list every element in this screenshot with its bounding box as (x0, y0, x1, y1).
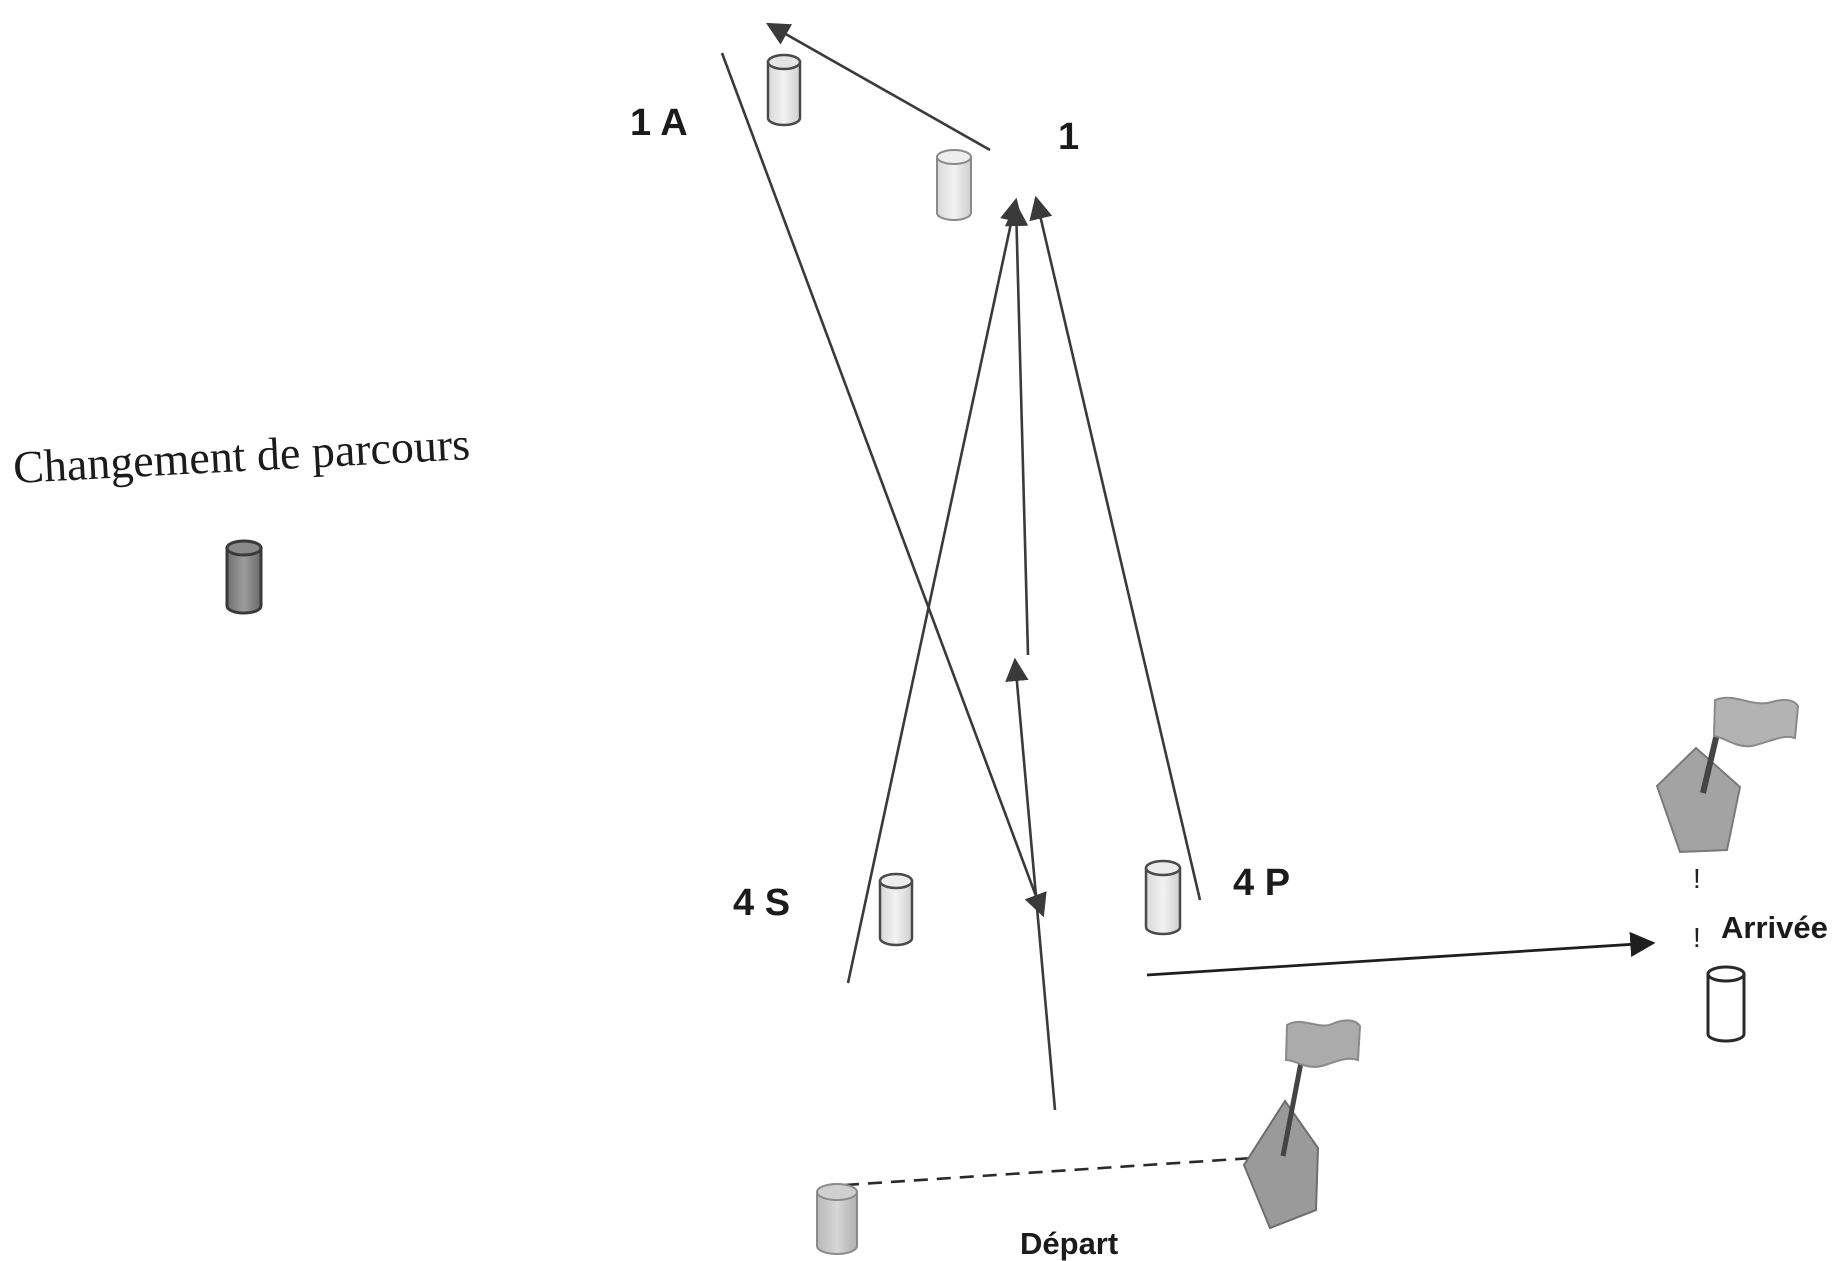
leg-mid-to-1 (1004, 202, 1030, 656)
course-lines (720, 22, 1656, 1187)
mark-1a-label: 1 A (630, 102, 688, 144)
leg-1a-to-gate (720, 52, 1047, 918)
finish-buoy-icon (1706, 965, 1746, 1043)
finish-label: Arrivée (1721, 910, 1828, 945)
start-label: Départ (1020, 1226, 1118, 1261)
start-pin-buoy-icon (816, 1183, 858, 1255)
mark-4s-label: 4 S (733, 882, 790, 924)
start-committee-boat-icon (1242, 1019, 1362, 1230)
leg-1-to-1a (765, 22, 991, 152)
leg-4p-to-1 (1029, 195, 1202, 901)
buoy-1a-icon (766, 53, 802, 127)
diagram-title: Changement de parcours (12, 418, 471, 493)
leg-4s-to-1 (846, 197, 1024, 984)
leg-start-upwind (1005, 657, 1057, 1111)
finish-line-marker: ! (1693, 922, 1701, 953)
finish-line-marker: ! (1693, 863, 1701, 894)
buoy-1-icon (936, 149, 972, 221)
start-line (844, 1154, 1284, 1187)
buoy-4s-icon (878, 872, 914, 947)
finish-committee-boat-icon (1655, 696, 1800, 854)
change-course-buoy-icon (225, 539, 263, 615)
mark-4p-label: 4 P (1233, 862, 1290, 904)
buoy-4p-icon (1144, 859, 1182, 936)
leg-to-finish (1146, 931, 1656, 977)
mark-1-label: 1 (1058, 116, 1079, 158)
